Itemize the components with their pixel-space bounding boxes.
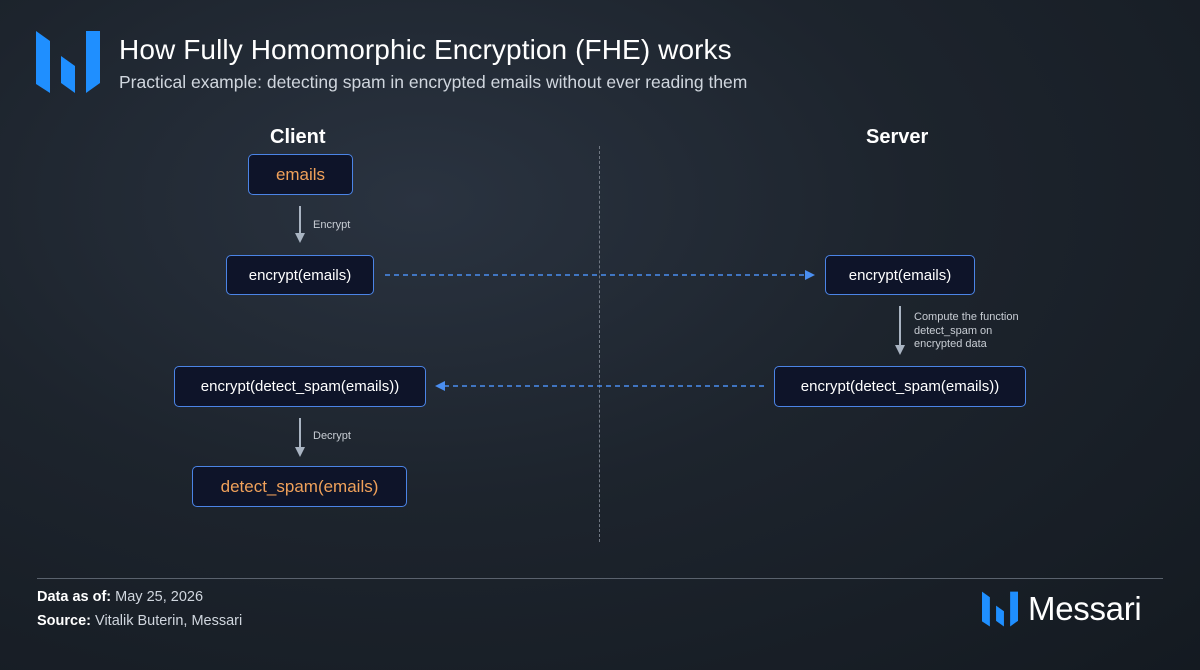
emails-node: emails bbox=[248, 154, 353, 195]
client-server-divider bbox=[599, 146, 600, 542]
source: Source: Vitalik Buterin, Messari bbox=[37, 613, 242, 629]
compute-label-line: encrypted data bbox=[914, 338, 987, 350]
server-encrypted-result-node: encrypt(detect_spam(emails)) bbox=[774, 366, 1026, 407]
brand-name: Messari bbox=[1028, 590, 1142, 627]
decrypted-result-node: detect_spam(emails) bbox=[192, 466, 407, 507]
client-encrypted-result-node: encrypt(detect_spam(emails)) bbox=[174, 366, 426, 407]
data-as-of-label: Data as of: bbox=[37, 589, 112, 605]
messari-logo-icon bbox=[36, 31, 100, 93]
data-as-of-value: May 25, 2026 bbox=[111, 589, 204, 605]
compute-label: Compute the function detect_spam on encr… bbox=[914, 311, 1019, 352]
server-encrypted-emails-node: encrypt(emails) bbox=[825, 255, 975, 295]
server-column-heading: Server bbox=[866, 126, 929, 148]
brand-mark: Messari bbox=[982, 590, 1142, 628]
compute-label-line: detect_spam on bbox=[914, 324, 993, 337]
data-as-of: Data as of: May 25, 2026 bbox=[37, 589, 203, 605]
source-value: Vitalik Buterin, Messari bbox=[91, 613, 243, 629]
page-title: How Fully Homomorphic Encryption (FHE) w… bbox=[119, 34, 732, 65]
encrypt-label: Encrypt bbox=[313, 219, 351, 231]
source-label: Source: bbox=[37, 613, 91, 629]
compute-label-line: Compute the function bbox=[914, 311, 1019, 323]
decrypt-label: Decrypt bbox=[313, 430, 351, 442]
client-column-heading: Client bbox=[270, 126, 326, 148]
footer-divider bbox=[37, 578, 1163, 579]
page-subtitle: Practical example: detecting spam in enc… bbox=[119, 72, 748, 92]
messari-brand-icon bbox=[982, 591, 1018, 627]
client-encrypted-emails-node: encrypt(emails) bbox=[226, 255, 374, 295]
